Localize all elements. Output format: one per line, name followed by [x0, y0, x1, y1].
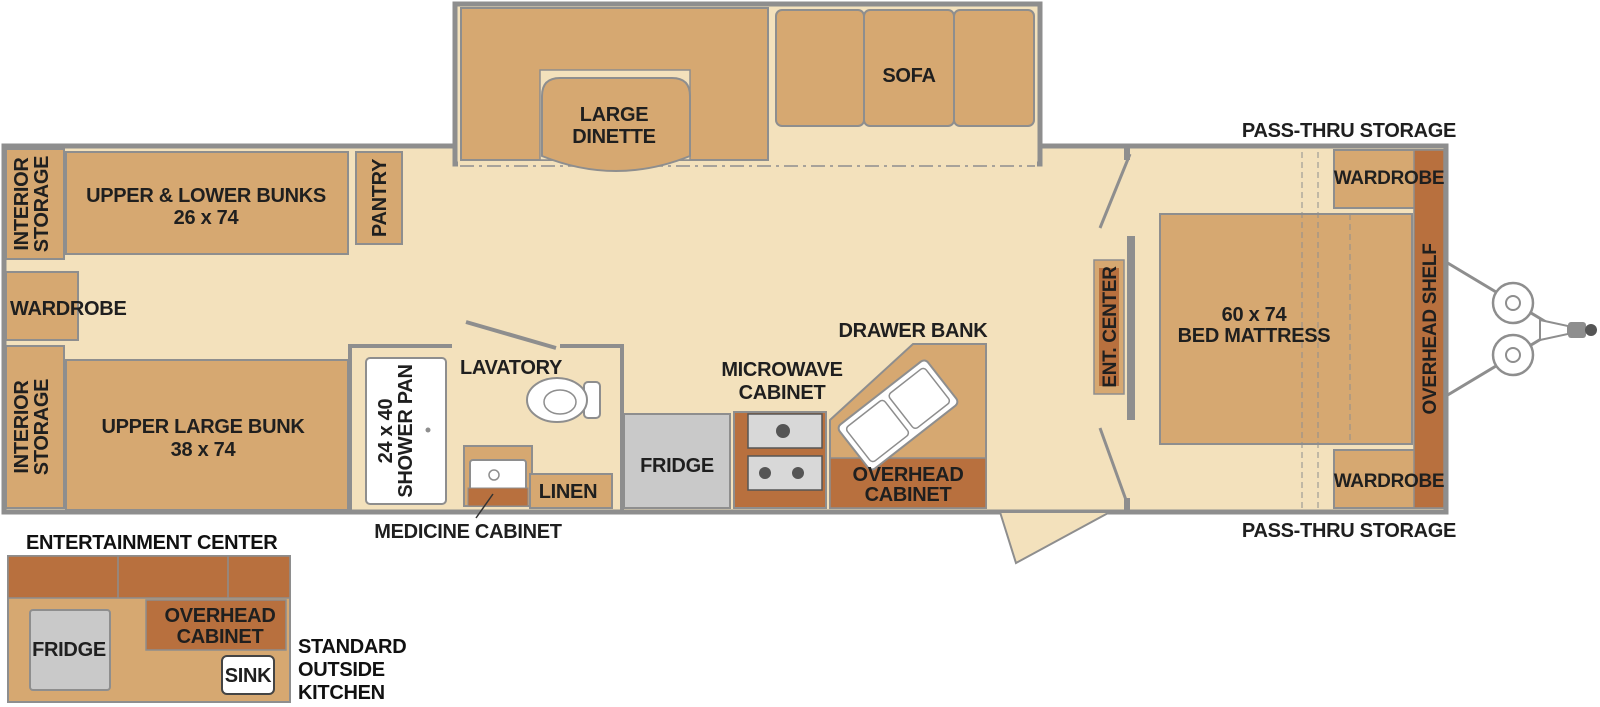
interior-storage-bottom-label-1: INTERIOR: [11, 380, 33, 474]
ent-center-top-cabinet: [7, 555, 291, 599]
bunks-upper-lower: [65, 151, 349, 255]
dinette-label-1: LARGE: [580, 104, 649, 126]
overhead-cabinet-main: [829, 457, 987, 509]
bunks-top-size: 26 x 74: [174, 207, 240, 229]
overhead-cabinet-label-2: CABINET: [865, 484, 952, 506]
bunk-bottom-label: UPPER LARGE BUNK: [102, 416, 306, 438]
toilet: [526, 377, 601, 423]
wardrobe-top-label: WARDROBE: [1334, 168, 1445, 189]
bunk-bottom-size: 38 x 74: [171, 439, 237, 461]
outside-fridge-label: FRIDGE: [32, 639, 106, 661]
pantry: [355, 151, 403, 245]
outside-fridge: [29, 609, 111, 691]
outside-caption-1: STANDARD: [298, 636, 406, 658]
kitchen: [623, 343, 987, 509]
overhead-cabinet-label-1: OVERHEAD: [853, 464, 964, 486]
shower-pan: [365, 357, 447, 505]
pass-thru-top-label: PASS-THRU STORAGE: [1242, 120, 1456, 142]
overhead-shelf: [1413, 149, 1445, 509]
outside-caption-3: KITCHEN: [298, 682, 385, 704]
shower-label-1: 24 x 40: [375, 399, 397, 464]
lavatory-label: LAVATORY: [460, 357, 563, 379]
bunks-top-label: UPPER & LOWER BUNKS: [86, 185, 326, 207]
sofa-cushion-3: [953, 9, 1035, 127]
bunk-room: [5, 148, 403, 511]
interior-storage-bottom-label-2: STORAGE: [31, 379, 53, 475]
sofa-label: SOFA: [882, 65, 935, 87]
wardrobe-left: [5, 271, 79, 341]
dinette-table: [541, 77, 691, 172]
outside-caption-2: OUTSIDE: [298, 659, 385, 681]
pantry-label: PANTRY: [369, 158, 391, 237]
medicine-cabinet-box: [467, 487, 529, 507]
bathroom: [348, 320, 624, 512]
hitch: [1445, 260, 1597, 398]
microwave-label-1: MICROWAVE: [721, 359, 842, 381]
bedroom: [1093, 148, 1445, 510]
slide-out: [460, 7, 1035, 172]
shower-label-2: SHOWER PAN: [395, 364, 417, 497]
bed-label-2: BED MATTRESS: [1178, 325, 1331, 347]
labels: INTERIOR STORAGE UPPER & LOWER BUNKS 26 …: [10, 65, 1456, 704]
interior-storage-top: [5, 148, 65, 260]
outside-title-label: ENTERTAINMENT CENTER: [26, 532, 278, 554]
outside-sink-label: SINK: [225, 665, 272, 687]
bed-mattress: [1159, 213, 1413, 445]
sofa-cushion-1: [775, 9, 865, 127]
fridge-main: [623, 413, 731, 509]
interior-storage-top-label-1: INTERIOR: [11, 157, 33, 251]
outside-overhead-label-2: CABINET: [177, 626, 264, 648]
dinette-label-2: DINETTE: [572, 126, 655, 148]
overhead-shelf-label: OVERHEAD SHELF: [1420, 243, 1441, 414]
shower-drain: [425, 427, 431, 433]
bed-label-1: 60 x 74: [1222, 304, 1288, 326]
interior-storage-bottom: [5, 345, 65, 509]
outside-sink: [221, 655, 275, 695]
bunk-upper-large: [65, 359, 349, 511]
drawer-bank-label: DRAWER BANK: [839, 320, 989, 342]
wardrobe-bottom-label: WARDROBE: [1334, 471, 1445, 492]
fridge-main-label: FRIDGE: [640, 455, 714, 477]
ent-center-label: ENT. CENTER: [1100, 266, 1121, 388]
wardrobe-left-label: WARDROBE: [10, 298, 127, 320]
microwave-label-2: CABINET: [739, 382, 826, 404]
outside-overhead-label-1: OVERHEAD: [165, 605, 276, 627]
stove-burners: [747, 413, 823, 491]
kitchen-sink: [837, 359, 959, 471]
interior-storage-top-label-2: STORAGE: [31, 156, 53, 252]
medicine-cabinet-label: MEDICINE CABINET: [374, 521, 562, 543]
outside-overhead-cabinet: [145, 599, 287, 651]
pass-thru-bottom-label: PASS-THRU STORAGE: [1242, 520, 1456, 542]
linen-cabinet: [529, 473, 613, 509]
linen-label: LINEN: [539, 481, 598, 503]
outside-kitchen: [7, 555, 291, 703]
